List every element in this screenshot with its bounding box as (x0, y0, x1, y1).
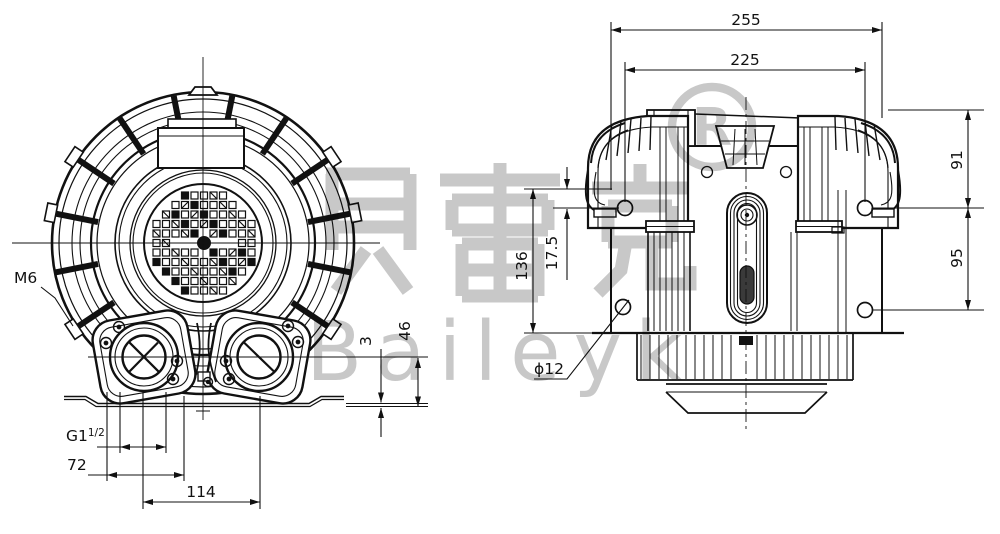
dim-95: 95 (872, 208, 984, 311)
dim-center-to-base: 46 (346, 321, 428, 407)
svg-text:114: 114 (186, 483, 216, 501)
svg-text:95: 95 (948, 248, 966, 268)
svg-text:G11/2: G11/2 (66, 427, 105, 445)
dim-base-thickness: 3 (357, 336, 384, 437)
dimensions: 255 225 91 95 136 (14, 11, 984, 509)
motor-fins (640, 335, 848, 379)
dim-hole-span: 225 (624, 51, 866, 202)
registered-trademark-icon: R (667, 82, 757, 172)
watermark-en: Baileyk (306, 305, 696, 400)
svg-text:3: 3 (357, 336, 375, 346)
watermark-cn (325, 163, 697, 303)
dim-port-distance: 114 (142, 392, 261, 509)
svg-text:R: R (692, 98, 732, 158)
front-view-drawing (12, 57, 428, 420)
svg-text:17.5: 17.5 (543, 236, 561, 271)
dim-overall-width: 255 (610, 11, 883, 190)
svg-text:225: 225 (730, 51, 760, 69)
front-centerlines (12, 57, 428, 420)
watermark: Baileyk R (306, 82, 757, 400)
terminal-box (157, 118, 245, 169)
dim-flange-hole-span: 72 (67, 392, 185, 481)
dim-hole-diameter: ϕ12 (534, 299, 630, 380)
svg-text:M6: M6 (14, 269, 37, 287)
svg-text:91: 91 (948, 150, 966, 170)
dim-91: 91 (872, 109, 984, 209)
center-slot (726, 192, 768, 324)
svg-text:72: 72 (67, 456, 87, 474)
right-muffler (795, 114, 902, 233)
svg-text:ϕ12: ϕ12 (534, 360, 564, 378)
label-flange-thread: M6 (14, 269, 74, 327)
dim-port-thread: G11/2 (66, 392, 167, 453)
body-tab (831, 226, 845, 234)
inlet-grille-mesh (152, 191, 256, 295)
svg-text:46: 46 (396, 321, 414, 341)
flange-bolt-holes (99, 319, 305, 388)
svg-text:255: 255 (731, 11, 761, 29)
